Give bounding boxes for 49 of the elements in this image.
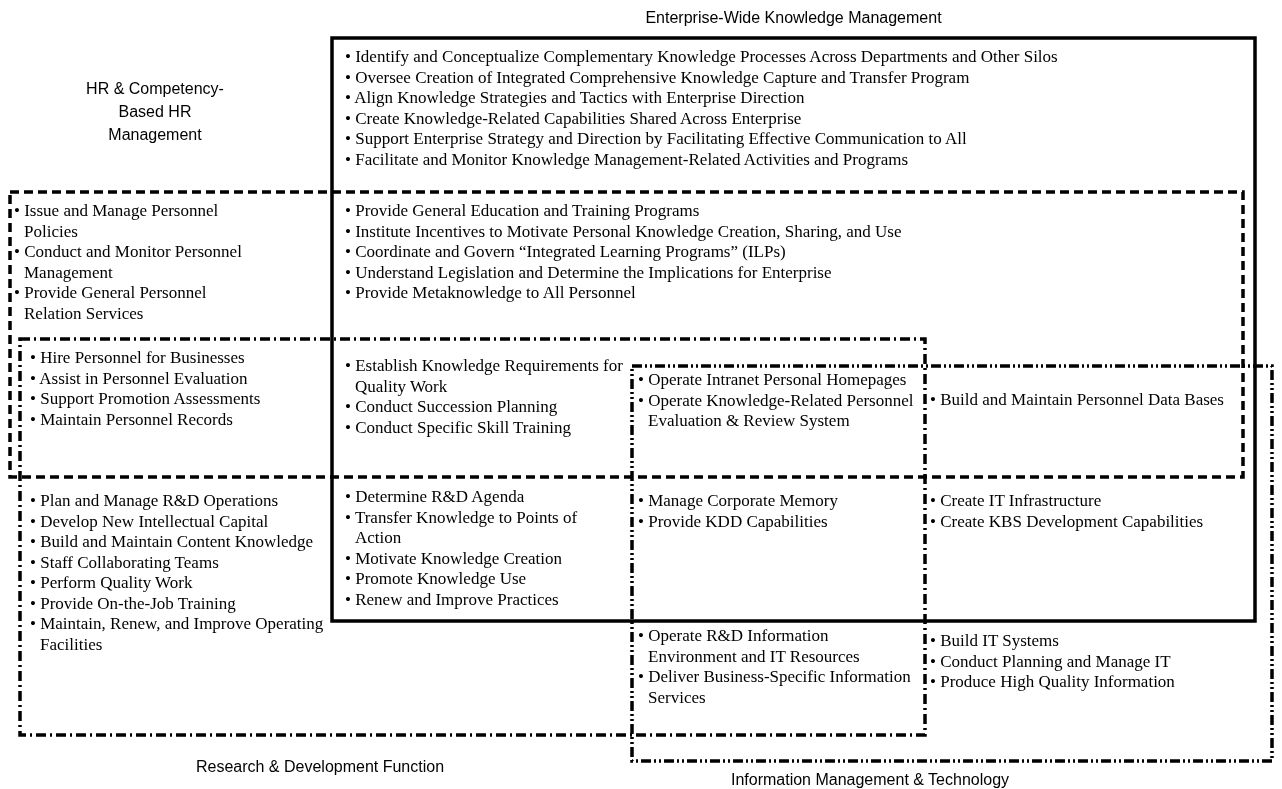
bullet-item: • Transfer Knowledge to Points of Action bbox=[345, 507, 579, 549]
bullet-item: • Conduct Specific Skill Training bbox=[345, 417, 572, 438]
bullet-item: • Develop New Intellectual Capital bbox=[30, 511, 270, 532]
bullet-item: • Operate Intranet Personal Homepages bbox=[638, 370, 908, 391]
bullet-item: • Build and Maintain Content Knowledge bbox=[30, 532, 315, 553]
bullet-item: • Staff Collaborating Teams bbox=[30, 552, 220, 573]
bullet-item: • Maintain, Renew, and Improve Operating Facilities bbox=[30, 614, 325, 655]
bullet-item: • Coordinate and Govern “Integrated Learning Programs” (ILPs) bbox=[345, 242, 787, 263]
bullet-item: • Determine R&D Agenda bbox=[345, 487, 526, 508]
bullet-item: • Establish Knowledge Requirements for Quality Work bbox=[345, 356, 624, 397]
bullet-item: • Promote Knowledge Use bbox=[345, 569, 528, 590]
bullet-item: • Perform Quality Work bbox=[30, 573, 194, 594]
bullet-item: • Provide General Education and Training Programs bbox=[345, 201, 701, 222]
bullet-item: • Build and Maintain Personnel Data Bases bbox=[930, 390, 1225, 411]
bullet-item: • Provide Metaknowledge to All Personnel bbox=[345, 283, 637, 304]
bullet-item: • Oversee Creation of Integrated Comprehensive Knowledge Capture and Transfer Program bbox=[345, 67, 971, 88]
bullet-item: • Create KBS Development Capabilities bbox=[930, 511, 1205, 532]
bullet-item: • Issue and Manage Personnel Policies bbox=[14, 201, 220, 242]
bullet-item: • Motivate Knowledge Creation bbox=[345, 548, 563, 569]
region-heading: Enterprise-Wide Knowledge Management bbox=[644, 8, 943, 28]
bullet-item: • Renew and Improve Practices bbox=[345, 589, 560, 610]
bullet-item: • Understand Legislation and Determine the Implications for Enterprise bbox=[345, 262, 833, 283]
bullet-item: • Support Enterprise Strategy and Direction by Facilitating Effective Communication to All bbox=[345, 129, 968, 150]
bullet-item: • Conduct and Monitor Personnel Management bbox=[14, 242, 243, 283]
bullet-item: • Provide KDD Capabilities bbox=[638, 511, 829, 532]
bullet-item: • Provide General Personnel Relation Services bbox=[14, 283, 208, 324]
region-heading: Research & Development Function bbox=[194, 757, 446, 777]
region-heading: Information Management & Technology bbox=[729, 770, 1011, 789]
bullet-item: • Maintain Personnel Records bbox=[30, 409, 234, 430]
bullet-item: • Manage Corporate Memory bbox=[638, 491, 839, 512]
bullet-item: • Operate R&D Information Environment and IT Resources bbox=[638, 626, 861, 667]
bullet-item: • Operate Knowledge-Related Personnel Evaluation & Review System bbox=[638, 390, 915, 432]
bullet-item: • Facilitate and Monitor Knowledge Management-Related Activities and Programs bbox=[345, 149, 910, 170]
region-heading: HR & Competency-Based HR Management bbox=[85, 79, 225, 145]
bullet-item: • Conduct Planning and Manage IT bbox=[930, 651, 1172, 672]
bullet-item: • Plan and Manage R&D Operations bbox=[30, 491, 280, 512]
bullet-item: • Deliver Business-Specific Information Services bbox=[638, 667, 912, 708]
bullet-item: • Create IT Infrastructure bbox=[930, 491, 1103, 512]
bullet-item: • Align Knowledge Strategies and Tactics with Enterprise Direction bbox=[345, 88, 806, 109]
bullet-item: • Institute Incentives to Motivate Personal Knowledge Creation, Sharing, and Use bbox=[345, 221, 903, 242]
bullet-item: • Identify and Conceptualize Complementary Knowledge Processes Across Departments and Other Silos bbox=[345, 47, 1059, 68]
bullet-item: • Assist in Personnel Evaluation bbox=[30, 368, 249, 389]
bullet-item: • Hire Personnel for Businesses bbox=[30, 348, 246, 369]
bullet-item: • Create Knowledge-Related Capabilities Shared Across Enterprise bbox=[345, 108, 803, 129]
bullet-item: • Support Promotion Assessments bbox=[30, 389, 262, 410]
bullet-item: • Build IT Systems bbox=[930, 631, 1060, 652]
bullet-item: • Provide On-the-Job Training bbox=[30, 593, 237, 614]
bullet-item: • Conduct Succession Planning bbox=[345, 397, 559, 418]
bullet-item: • Produce High Quality Information bbox=[930, 672, 1176, 693]
